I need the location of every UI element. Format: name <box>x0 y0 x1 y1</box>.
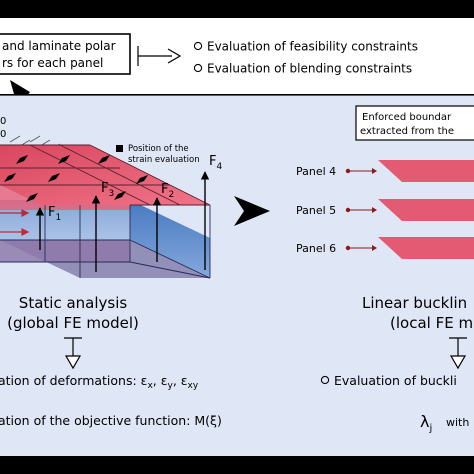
constraint-feasibility: Evaluation of feasibility constraints <box>207 40 418 54</box>
box-to-constraints-arrow <box>137 46 182 66</box>
buckling-down-arrow-icon <box>449 337 467 370</box>
strain-point-icon <box>114 191 126 200</box>
panel-label: Panel 6 <box>296 242 336 255</box>
buckling-analysis-title: Linear bucklin <box>362 294 467 312</box>
panel-shape <box>378 160 474 182</box>
panel-shape <box>378 237 474 259</box>
design-variables-line2: rs for each panel <box>2 56 103 70</box>
buckling-analysis-subtitle: (local FE m <box>390 314 473 332</box>
static-analysis-subtitle: (global FE model) <box>7 314 139 332</box>
bullet-icon <box>193 63 203 73</box>
local-panels: Panel 4 Panel 5 Panel 6 <box>296 160 474 259</box>
strain-position-legend: Position of the strain evaluation <box>116 144 200 165</box>
design-variables-box: and laminate polar rs for each panel <box>0 33 131 75</box>
right-arrow-icon <box>234 196 270 226</box>
static-analysis-title: Static analysis <box>19 294 128 312</box>
force-label-f3: F3 <box>101 181 114 199</box>
lambda-suffix: with <box>446 416 469 429</box>
legend-text-line2: strain evaluation <box>128 155 200 165</box>
panel-shape <box>378 199 474 221</box>
static-down-arrow-icon <box>64 337 82 370</box>
design-variables-line1: and laminate polar <box>2 39 116 53</box>
strain-point-icon <box>16 155 28 164</box>
force-label-f2: F2 <box>161 182 174 200</box>
deformations-evaluation: ation of deformations: εx, εy, εxy <box>0 373 199 391</box>
legend-text-line1: Position of the <box>128 144 189 154</box>
wing-box-model <box>0 144 211 279</box>
boundary-line1: Enforced boundar <box>362 112 452 123</box>
lambda-label: λj <box>420 412 432 434</box>
down-arrow-icon <box>10 80 30 108</box>
down-arrows <box>64 337 467 370</box>
constraint-blending: Evaluation of blending constraints <box>207 62 412 76</box>
boundary-conditions-box: Enforced boundar extracted from the <box>355 105 474 141</box>
panel-row-4: Panel 4 <box>296 160 474 182</box>
panel-row-6: Panel 6 <box>296 237 474 259</box>
strain-point-icon <box>4 173 16 182</box>
force-labels: F1 F2 F3 F4 <box>48 154 222 223</box>
boundary-line2: extracted from the <box>360 126 454 137</box>
strain-point-icon <box>58 155 70 164</box>
panel-row-5: Panel 5 <box>296 199 474 221</box>
buckling-evaluation: Evaluation of buckli <box>334 373 457 388</box>
cut-label-bottom: 0 <box>0 129 6 140</box>
constraints-list: Evaluation of feasibility constraints Ev… <box>193 40 418 76</box>
strain-point-icon <box>98 155 110 164</box>
strain-point-icon <box>136 175 148 184</box>
strain-point-icon <box>26 193 38 202</box>
objective-evaluation: ation of the objective function: M(ξ) <box>0 413 222 428</box>
cut-label-top: 0 <box>0 116 6 127</box>
strain-point-icon <box>48 173 60 182</box>
bullet-icon <box>320 375 330 385</box>
panel-label: Panel 4 <box>296 165 336 178</box>
legend-marker-icon <box>116 145 123 152</box>
force-label-f4: F4 <box>209 154 222 172</box>
bullet-icon <box>193 41 203 51</box>
force-label-f1: F1 <box>48 205 61 223</box>
panel-label: Panel 5 <box>296 204 336 217</box>
force-arrows <box>35 171 210 272</box>
